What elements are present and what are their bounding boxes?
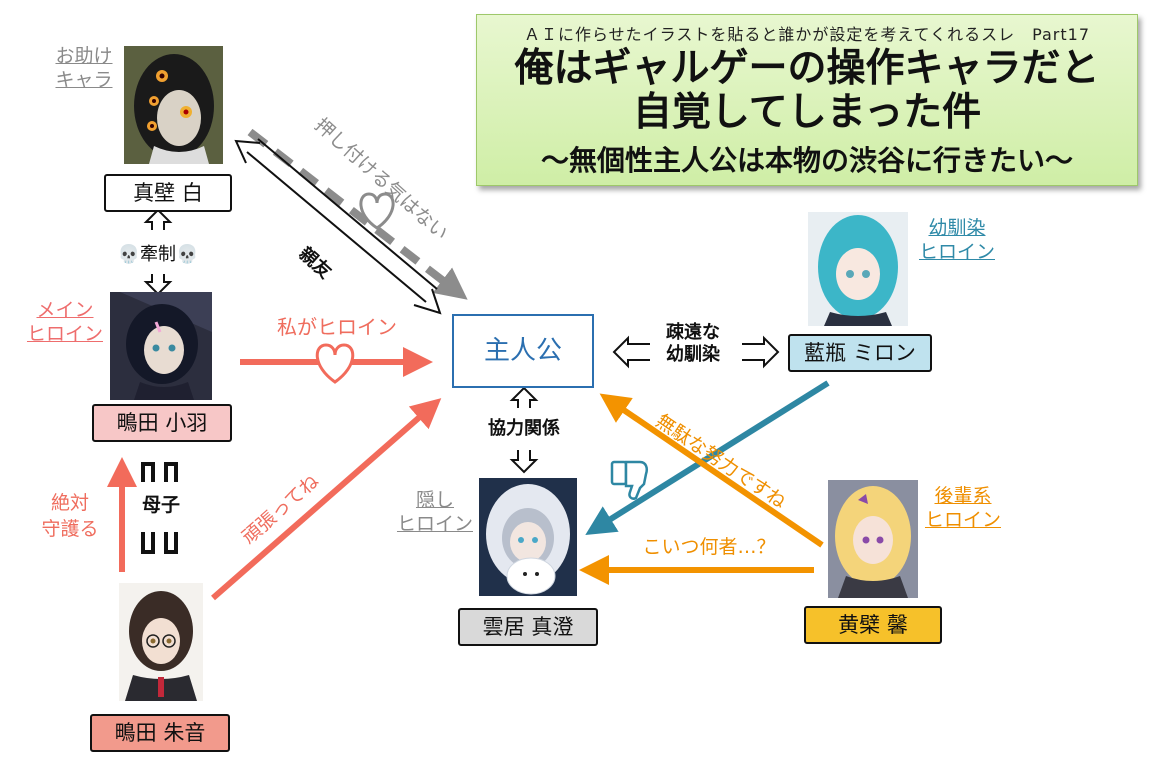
kumoi-role-line2: ヒロイン bbox=[396, 513, 473, 535]
banner-title-line2: 自覚してしまった件 bbox=[632, 90, 982, 135]
label-who-is-this: こいつ何者…？ bbox=[642, 536, 776, 558]
kohane-name-box: 鴫田 小羽 bbox=[92, 404, 232, 442]
label-i-am-heroine: 私がヒロイン bbox=[277, 315, 397, 339]
kumoi-role: 隠し ヒロイン bbox=[390, 488, 480, 536]
aigame-role-line2: ヒロイン bbox=[918, 241, 995, 263]
protagonist-name: 主人公 bbox=[483, 336, 562, 366]
kohane-role-line1: メイン bbox=[36, 299, 94, 321]
portrait-kihada bbox=[828, 480, 918, 598]
arrow-aigame-to-kumoi bbox=[585, 380, 830, 535]
kohane-name: 鴫田 小羽 bbox=[116, 411, 208, 435]
heart-outline-pink bbox=[315, 343, 355, 384]
banner-title-line1: 俺はギャルゲーの操作キャラだと bbox=[514, 46, 1100, 91]
portrait-akane bbox=[119, 583, 203, 701]
arrow-cooperation bbox=[509, 386, 539, 474]
makabe-name-box: 真壁 白 bbox=[104, 174, 232, 212]
arrow-kihada-to-protagonist bbox=[599, 393, 824, 548]
label-absolute-line2: 守護る bbox=[41, 518, 99, 540]
kihada-name: 黄檗 馨 bbox=[838, 613, 908, 637]
title-banner: ＡＩに作らせたイラストを貼ると誰かが設定を考えてくれるスレ Part17 俺はギ… bbox=[476, 14, 1138, 186]
label-estranged: 疎遠な 幼馴染 bbox=[646, 322, 740, 366]
portrait-aigame bbox=[808, 212, 908, 326]
label-absolute: 絶対 守護る bbox=[28, 490, 112, 542]
mother-child-bracket bbox=[141, 462, 178, 554]
kohane-role-line2: ヒロイン bbox=[26, 323, 103, 345]
label-estranged-line2: 幼馴染 bbox=[666, 344, 720, 365]
portrait-makabe bbox=[124, 46, 223, 164]
heart-outline-gray bbox=[359, 192, 395, 230]
makabe-role-line1: お助け bbox=[55, 45, 113, 67]
label-absolute-line1: 絶対 bbox=[50, 492, 89, 514]
kumoi-name-box: 雲居 真澄 bbox=[458, 608, 598, 646]
banner-tagline: ～無個性主人公は本物の渋谷に行きたい～ bbox=[540, 144, 1073, 177]
kihada-role-line1: 後輩系 bbox=[934, 485, 992, 507]
arrow-akane-to-protagonist bbox=[211, 398, 442, 601]
portrait-kumoi bbox=[479, 478, 577, 596]
akane-name-box: 鴫田 朱音 bbox=[90, 714, 230, 752]
aigame-name-box: 藍瓶 ミロン bbox=[788, 334, 932, 372]
label-cooperation: 協力関係 bbox=[488, 418, 560, 439]
makabe-role-line2: キャラ bbox=[55, 69, 113, 91]
kohane-role: メイン ヒロイン bbox=[20, 298, 110, 346]
thumbs-down-icon bbox=[610, 460, 648, 500]
kihada-role-line2: ヒロイン bbox=[924, 509, 1001, 531]
makabe-role: お助け キャラ bbox=[48, 44, 120, 92]
label-restraint: 💀牽制💀 bbox=[117, 244, 199, 265]
akane-name: 鴫田 朱音 bbox=[114, 721, 206, 745]
makabe-name: 真壁 白 bbox=[133, 181, 203, 205]
arrow-makabe-dashed bbox=[247, 128, 468, 300]
aigame-role-line1: 幼馴染 bbox=[928, 217, 986, 239]
portrait-kohane bbox=[110, 292, 212, 400]
label-estranged-line1: 疎遠な bbox=[666, 322, 720, 343]
kihada-role: 後輩系 ヒロイン bbox=[916, 484, 1010, 532]
kumoi-name: 雲居 真澄 bbox=[482, 615, 574, 639]
protagonist-box: 主人公 bbox=[452, 314, 594, 388]
arrow-best-friend bbox=[234, 138, 442, 315]
kumoi-role-line1: 隠し bbox=[415, 489, 454, 511]
arrow-estranged bbox=[612, 335, 780, 369]
aigame-name: 藍瓶 ミロン bbox=[804, 341, 916, 365]
kihada-name-box: 黄檗 馨 bbox=[804, 606, 942, 644]
label-mother-child: 母子 bbox=[141, 494, 180, 516]
aigame-role: 幼馴染 ヒロイン bbox=[912, 216, 1002, 264]
banner-subtitle: ＡＩに作らせたイラストを貼ると誰かが設定を考えてくれるスレ Part17 bbox=[523, 25, 1091, 44]
